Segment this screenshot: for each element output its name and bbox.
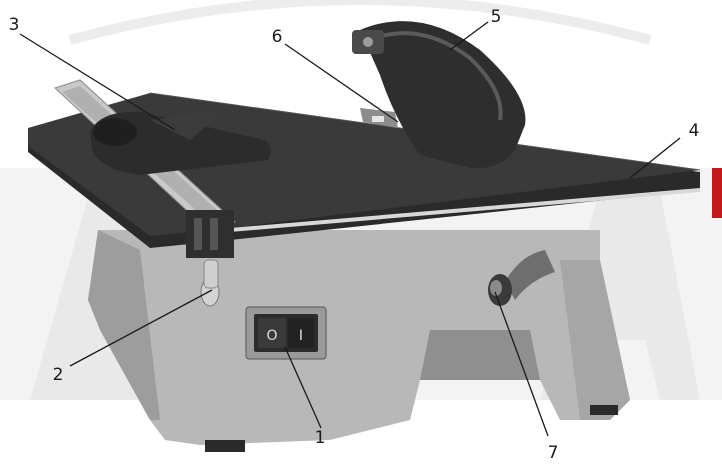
callout-4: 4 [689, 121, 700, 141]
base-left-shade [88, 230, 160, 420]
power-switch: O I [245, 306, 327, 360]
leader-4 [629, 137, 681, 179]
leader-1 [284, 346, 322, 429]
callout-3: 3 [9, 15, 20, 35]
leader-5 [449, 21, 489, 51]
tilt-knob-highlight [490, 280, 502, 296]
callout-6: 6 [272, 27, 283, 47]
tilt-lock-knob [488, 250, 555, 306]
leader-3 [19, 33, 176, 131]
callout-1: 1 [315, 428, 326, 448]
rip-fence [54, 79, 271, 258]
guard-highlight [369, 31, 503, 121]
callout-2: 2 [53, 365, 64, 385]
foot-front-left [205, 440, 245, 452]
accent-red-mark [712, 168, 722, 218]
switch-off-side [258, 318, 286, 348]
base-arch [420, 330, 540, 380]
blade-guard [352, 21, 526, 169]
guard-bolt [363, 37, 373, 47]
foot-front-right [590, 405, 618, 415]
table-scale [230, 188, 700, 232]
guard-body [360, 21, 526, 169]
switch-off-symbol: O [266, 328, 277, 344]
callout-5: 5 [491, 7, 502, 27]
mitre-knob [93, 118, 137, 146]
leader-6 [284, 43, 399, 123]
mitre-pointer [150, 110, 225, 140]
riving-knife [360, 108, 398, 128]
callout-7: 7 [548, 443, 559, 463]
tilt-bracket [505, 250, 555, 300]
watermark-arc [68, 0, 652, 45]
fence-clamp-rib-1 [194, 218, 202, 250]
leader-lines [19, 21, 681, 437]
fence-clamp-rib-2 [210, 218, 218, 250]
leader-7 [494, 291, 549, 437]
fence-lock-knob [200, 259, 220, 307]
leader-2 [69, 289, 213, 367]
base-right-shade [560, 260, 630, 420]
fence-knob-stem [203, 259, 219, 289]
switch-on-side [288, 318, 314, 348]
riving-slot [372, 116, 384, 122]
callout-labels: 1 2 3 4 5 6 7 [9, 7, 700, 463]
switch-on-symbol: I [299, 328, 303, 344]
